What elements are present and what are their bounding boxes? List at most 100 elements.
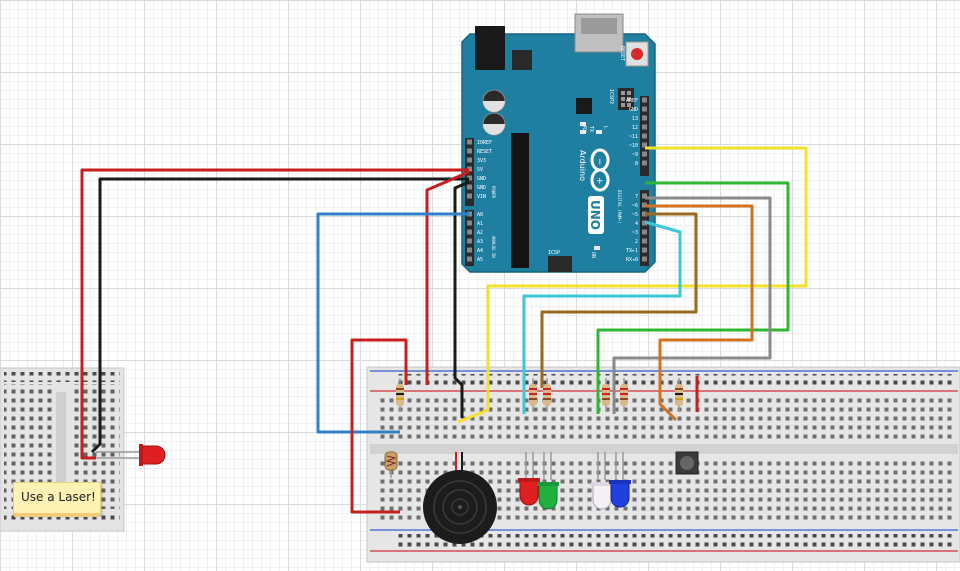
header-pin xyxy=(642,238,647,244)
wire-black-main xyxy=(453,180,470,418)
wire-red-loop xyxy=(350,338,408,514)
header-pin xyxy=(467,220,472,226)
header-pin xyxy=(467,139,472,145)
pin-label: ~11 xyxy=(629,134,638,140)
wires-left xyxy=(80,168,470,514)
pin-label: AREF xyxy=(626,98,638,104)
pin-label: A1 xyxy=(477,221,483,227)
pin-label: RX◂0 xyxy=(626,257,638,263)
pin-label: 7 xyxy=(635,194,638,200)
board-name: UNO xyxy=(588,200,602,230)
wire-green-d8 xyxy=(596,181,790,414)
wire-red-main xyxy=(425,170,470,385)
header-pin xyxy=(467,175,472,181)
arduino-logo: − + xyxy=(590,148,610,192)
reset-label: RESET xyxy=(619,46,625,61)
arduino-brand: Arduino xyxy=(578,150,587,181)
header-pin xyxy=(467,184,472,190)
resistors xyxy=(396,376,699,412)
header-pin xyxy=(642,133,647,139)
header-pin xyxy=(467,166,472,172)
l-label: L xyxy=(602,126,608,129)
resistor xyxy=(396,378,404,412)
power-label: POWER xyxy=(491,186,496,199)
pin-label: ~3 xyxy=(632,230,638,236)
microcontroller-chip xyxy=(511,133,529,268)
header-pin xyxy=(642,106,647,112)
header-pin xyxy=(642,97,647,103)
header-pin xyxy=(642,124,647,130)
pin-label: VIN xyxy=(477,194,486,200)
led-green xyxy=(537,452,559,510)
sticky-note-text: Use a Laser! xyxy=(21,490,96,504)
pin-label: GND xyxy=(629,107,638,113)
analog-header xyxy=(465,210,474,266)
analog-in-label: ANALOG IN xyxy=(491,236,496,258)
resistor xyxy=(529,378,537,412)
resistor xyxy=(543,378,551,412)
pin-label: 12 xyxy=(632,125,638,131)
pin-label: A0 xyxy=(477,212,483,218)
pin-label: IOREF xyxy=(477,140,492,146)
pin-label: 8 xyxy=(635,161,638,167)
led-red xyxy=(518,452,540,506)
power-header xyxy=(465,138,474,206)
pin-label: A3 xyxy=(477,239,483,245)
header-pin xyxy=(467,247,472,253)
header-pin xyxy=(642,142,647,148)
header-pin xyxy=(467,193,472,199)
pin-label: 4 xyxy=(635,221,638,227)
pin-label: A5 xyxy=(477,257,483,263)
uno-logo: UNO xyxy=(588,196,604,234)
wire-yellow-d12 xyxy=(457,146,808,424)
reset-button[interactable] xyxy=(631,48,643,60)
power-jack xyxy=(475,26,505,70)
header-pin xyxy=(642,160,647,166)
leds xyxy=(518,452,631,510)
pin-label: A4 xyxy=(477,248,483,254)
header-pin xyxy=(642,229,647,235)
pin-label: TX▸1 xyxy=(626,248,638,254)
header-pin xyxy=(467,157,472,163)
wire-gray-d7 xyxy=(612,196,772,414)
header-pin xyxy=(642,247,647,253)
on-label: ON xyxy=(590,252,596,258)
icsp-label: ICSP xyxy=(548,250,560,256)
svg-text:−: − xyxy=(594,158,604,166)
header-pin xyxy=(467,238,472,244)
resistor xyxy=(620,378,628,412)
header-pin xyxy=(642,202,647,208)
header-pin xyxy=(642,115,647,121)
pin-label: 3V3 xyxy=(477,158,486,164)
led-blue xyxy=(609,452,631,508)
header-pin xyxy=(642,151,647,157)
pin-label: 13 xyxy=(632,116,638,122)
icsp2-label: ICSP2 xyxy=(608,89,614,104)
led-white xyxy=(591,452,613,510)
sticky-note: Use a Laser! xyxy=(13,482,101,517)
digital-header-bottom xyxy=(640,190,649,266)
header-pin xyxy=(467,229,472,235)
resistor xyxy=(602,378,610,412)
pin-label: 5V xyxy=(477,167,483,173)
pin-label: ~10 xyxy=(629,143,638,149)
pin-label: 2 xyxy=(635,239,638,245)
wire-red-5v xyxy=(80,168,469,460)
header-pin xyxy=(467,256,472,262)
wire-black-gnd xyxy=(90,177,469,454)
header-pin xyxy=(642,220,647,226)
photoresistor xyxy=(384,451,398,478)
wires-right xyxy=(457,146,808,424)
tx-label: TX xyxy=(588,126,594,132)
pin-label: ~5 xyxy=(632,212,638,218)
push-button[interactable] xyxy=(675,451,699,475)
svg-text:+: + xyxy=(594,177,604,185)
resistor xyxy=(675,378,683,412)
header-pin xyxy=(642,193,647,199)
pin-label: GND xyxy=(477,185,486,191)
pin-label: ~6 xyxy=(632,203,638,209)
led-red-small-breadboard xyxy=(96,444,166,466)
header-pin xyxy=(467,148,472,154)
digital-label: DIGITAL (PWM~) xyxy=(617,190,622,224)
